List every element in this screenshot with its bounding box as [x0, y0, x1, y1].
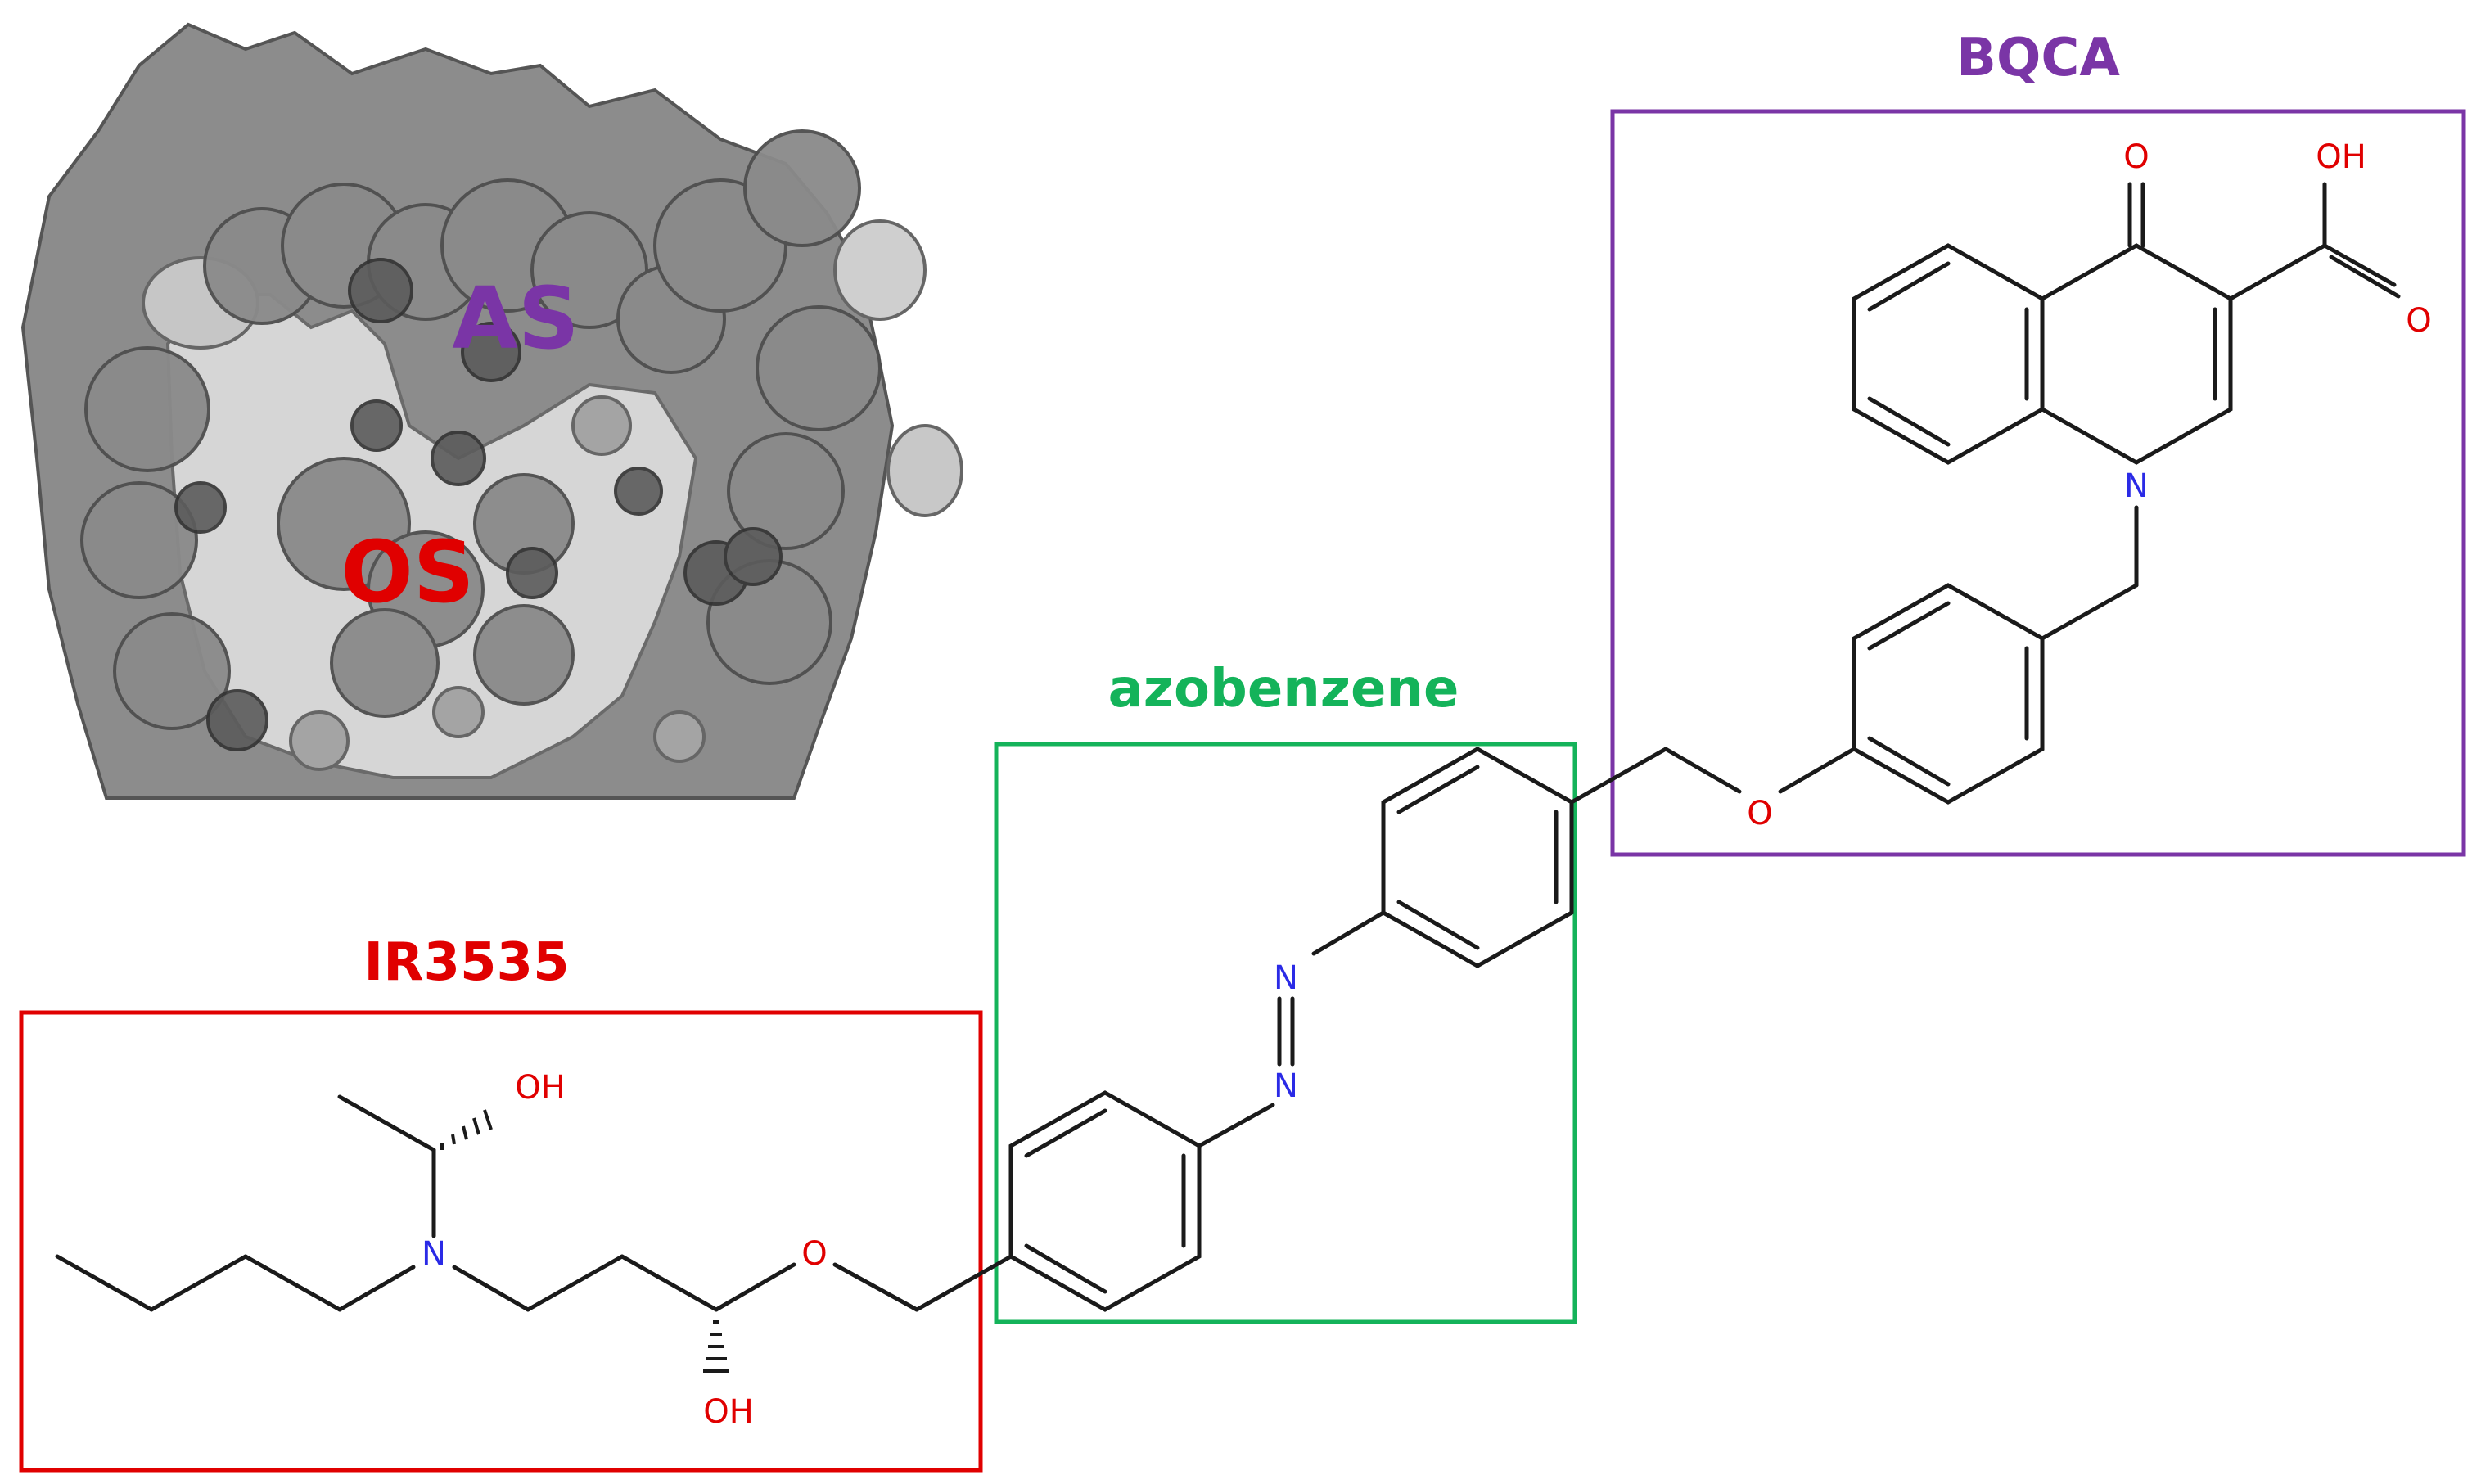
atom-azo-n2: N: [1274, 1067, 1298, 1105]
azo-upper-ring: [1381, 747, 1574, 968]
ir3535-box: [19, 1010, 983, 1473]
bqca-box: [1610, 109, 2466, 857]
bqca-title: BQCA: [1956, 28, 2120, 88]
atom-ir-ether-o: O: [801, 1235, 827, 1273]
azobenzene-title: azobenzene: [1108, 659, 1459, 719]
atom-azo-n1: N: [1274, 959, 1298, 997]
azo-lower-ring: [1008, 1090, 1202, 1312]
atom-bqca-n: N: [2124, 467, 2149, 505]
atom-bqca-acid-o: O: [2406, 302, 2431, 340]
protein-surface: [20, 22, 963, 800]
azo-bridge: [1311, 910, 1386, 956]
acid-bond: [2228, 243, 2327, 301]
ether-bond: [1778, 747, 1856, 794]
ir3535-title: IR3535: [363, 932, 569, 993]
site-label-as: AS: [452, 268, 579, 368]
atom-ir-n: N: [422, 1235, 446, 1273]
atom-bqca-ether-o: O: [1747, 795, 1772, 832]
stereo-wedges: [440, 1109, 729, 1373]
atom-bqca-acid-oh: OH: [2316, 138, 2366, 176]
bqca-benzyl-ring: [1852, 583, 2045, 805]
atom-bqca-keto-o: O: [2123, 138, 2149, 176]
site-label-os: OS: [341, 522, 474, 622]
atom-ir-oh-bottom: OH: [703, 1393, 754, 1431]
azobenzene-box: [994, 742, 1577, 1324]
bqca-pyridone-ring: [2040, 243, 2233, 465]
atom-ir-oh-top: OH: [515, 1069, 566, 1107]
bqca-benzo-ring: [1852, 243, 2045, 465]
ir-linker: [914, 1254, 1013, 1312]
